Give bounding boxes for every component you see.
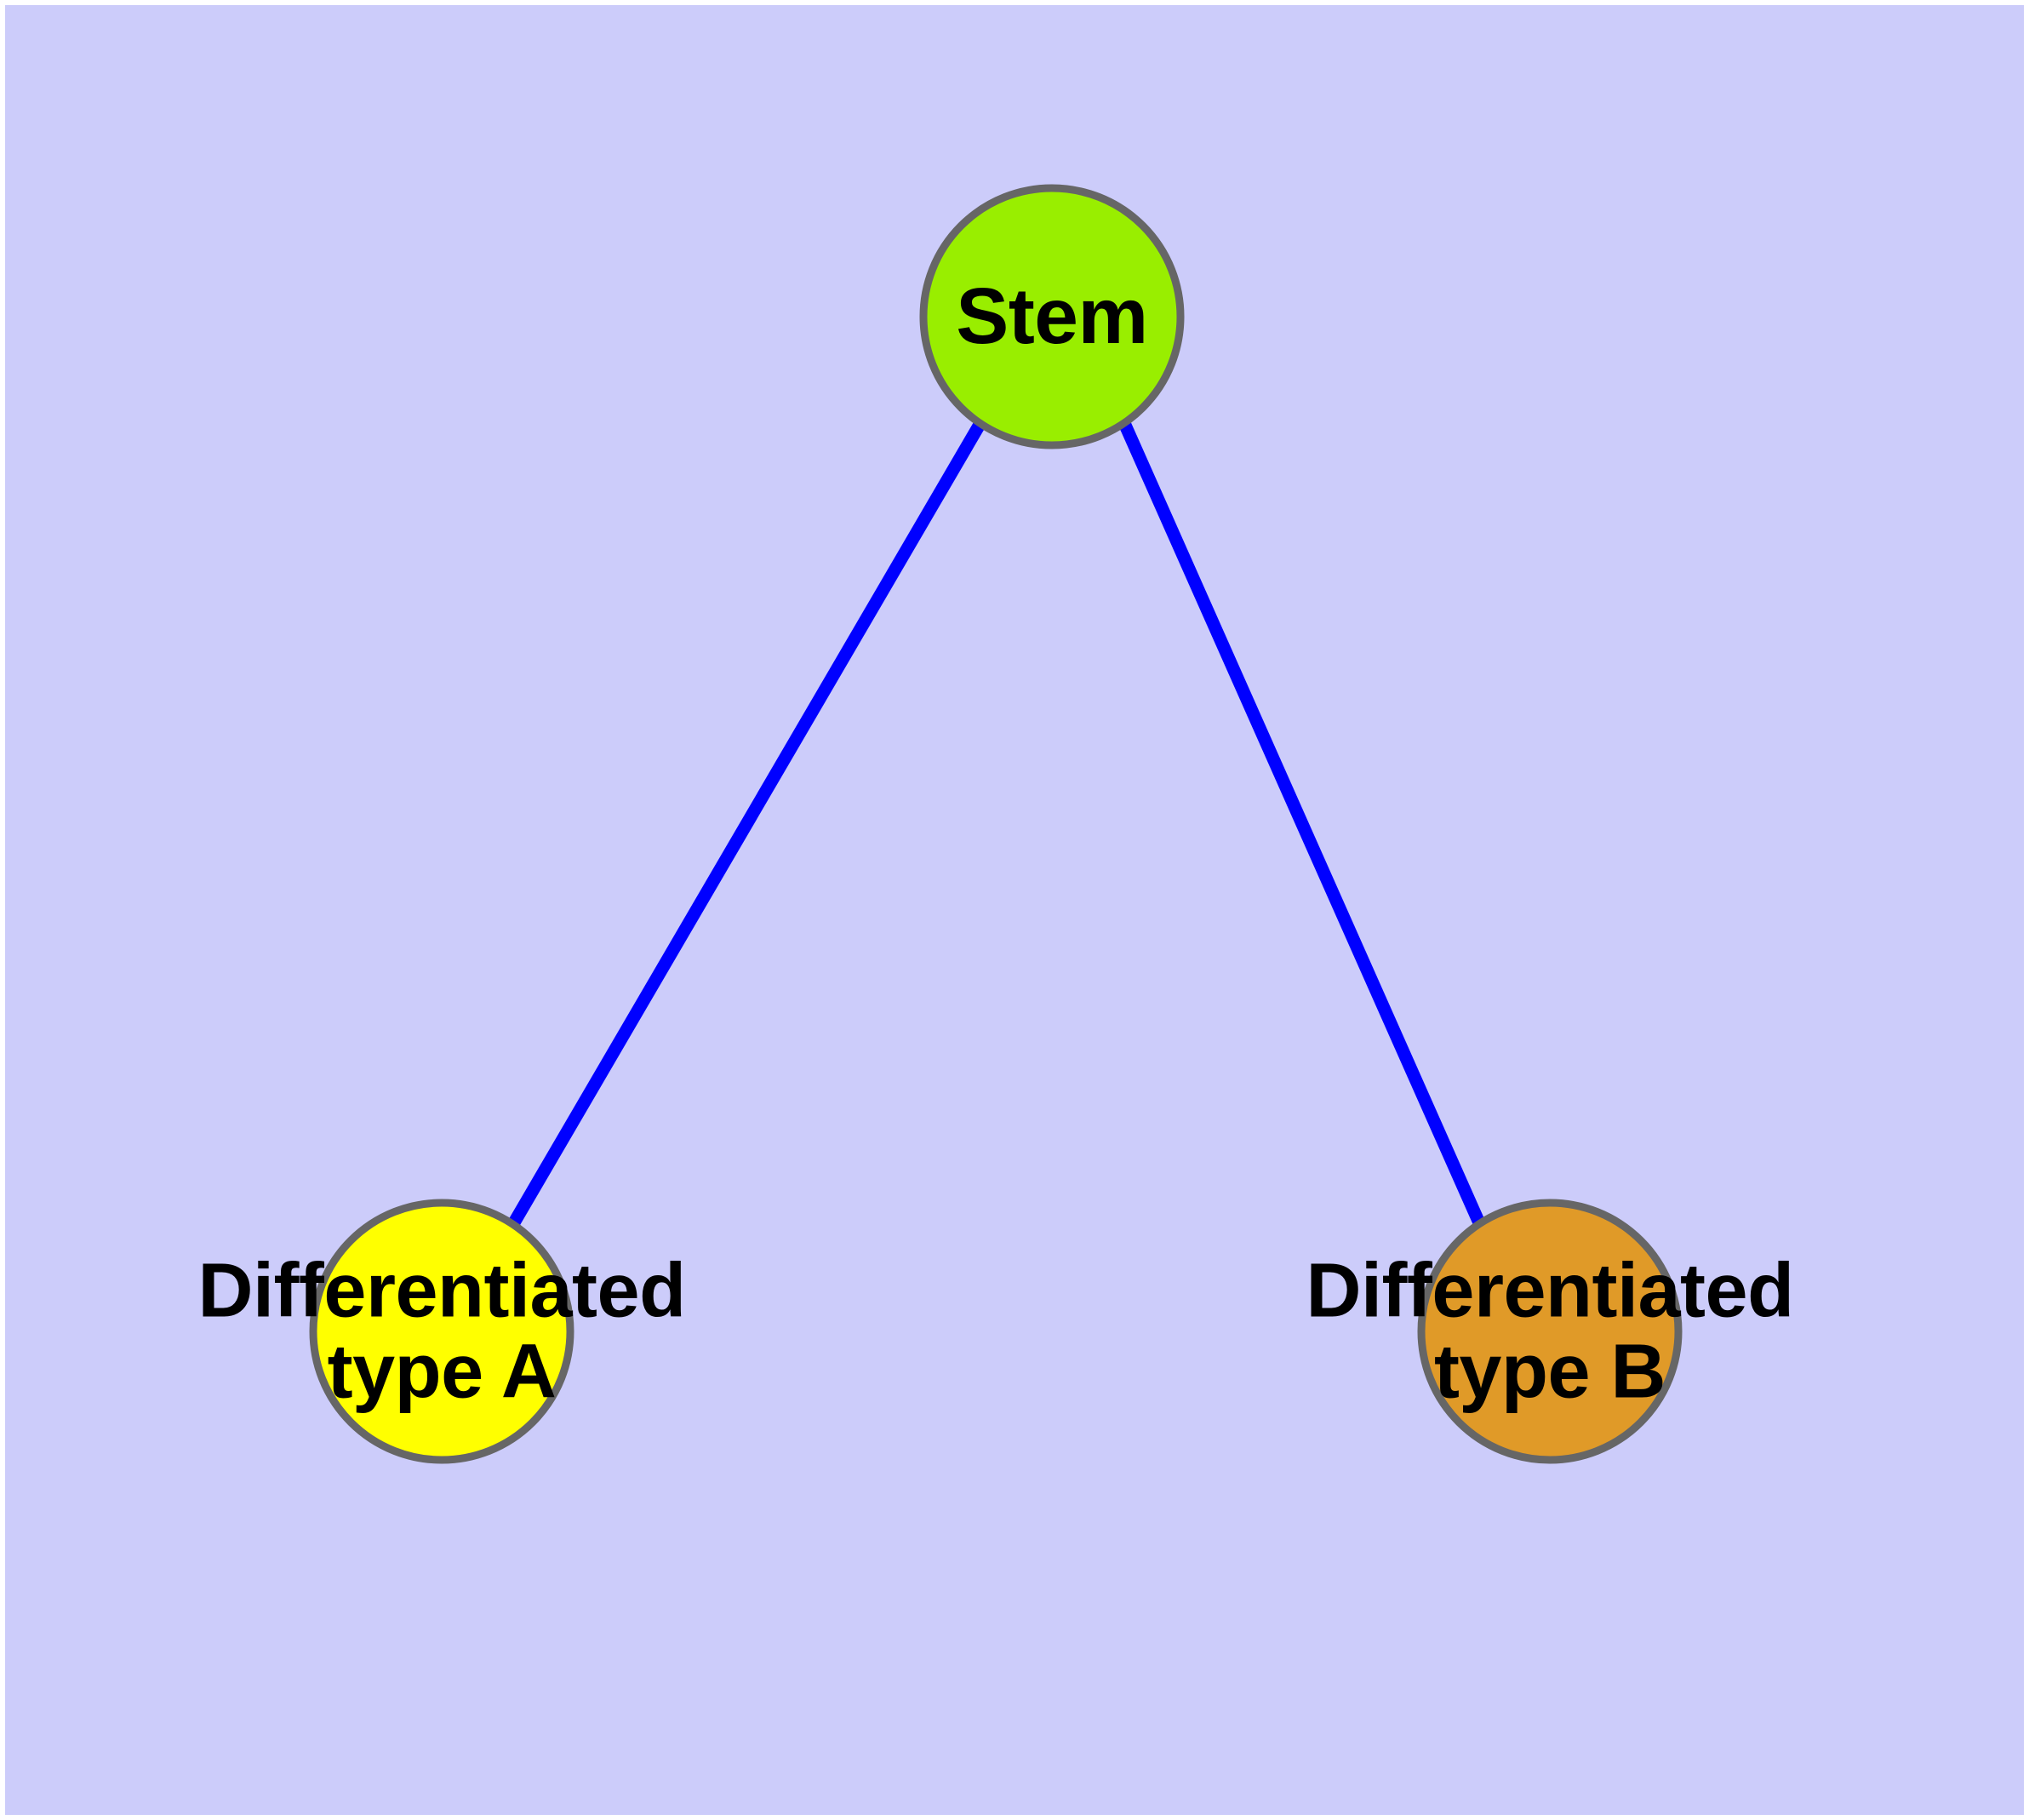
edge-layer: [507, 420, 1487, 1230]
node-circle-diff-a[interactable]: [309, 1199, 574, 1464]
node-circle-stem[interactable]: [919, 184, 1185, 449]
edge-stem-to-diff-a: [507, 420, 986, 1228]
edge-stem-to-diff-b: [1118, 420, 1487, 1230]
node-layer: [309, 184, 1683, 1464]
node-circle-diff-b[interactable]: [1417, 1199, 1683, 1464]
